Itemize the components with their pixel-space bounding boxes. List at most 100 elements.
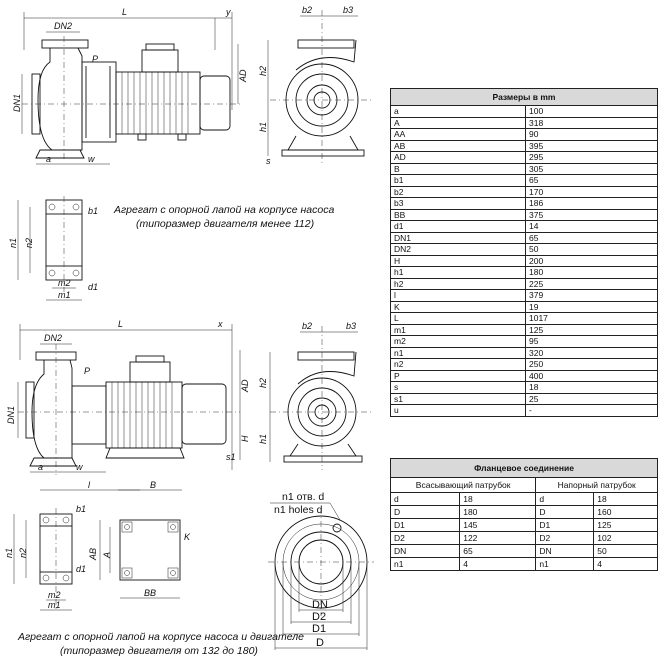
dim-d1-top: d1 — [88, 282, 98, 292]
param-value-cell: 125 — [525, 323, 658, 336]
param-value-cell: 250 — [525, 358, 658, 371]
dim-w-bottom: w — [76, 462, 83, 472]
param-name-cell: BB — [390, 208, 526, 221]
param-value-cell: 186 — [525, 197, 658, 210]
param-name-cell: n2 — [390, 358, 526, 371]
table-row: u- — [390, 404, 658, 417]
dim-DN2-top: DN2 — [54, 21, 72, 31]
param-value-cell: 100 — [525, 105, 658, 118]
param-name-cell: b3 — [390, 197, 526, 210]
param-name-cell: h2 — [390, 277, 526, 290]
dim-n2-bottom: n2 — [18, 548, 28, 558]
dim-b1-top: b1 — [88, 206, 98, 216]
dim-d1-bottom: d1 — [76, 564, 86, 574]
dim-b1-bottom: b1 — [76, 504, 86, 514]
bottom-assembly-side-view: L x DN2 P AD H s1 DN1 a — [6, 319, 250, 491]
param-value-cell: 200 — [525, 254, 658, 267]
dim-AB: AB — [88, 548, 98, 561]
bottom-pump-foot-plan: n1 n2 m2 m1 b1 d1 — [4, 504, 86, 612]
dim-m1-top: m1 — [58, 290, 71, 300]
flange-DN-label: DN — [312, 599, 328, 611]
param-value-cell: 400 — [525, 369, 658, 382]
param-value-cell: 379 — [525, 289, 658, 302]
flange-param-cell: n1 — [535, 557, 595, 571]
dim-DN1-top: DN1 — [12, 94, 22, 112]
flange-drawing: n1 отв. d n1 holes d DN D2 D1 D — [268, 491, 374, 650]
param-value-cell: 18 — [525, 381, 658, 394]
suction-header: Всасывающий патрубок — [389, 477, 537, 493]
dim-n2-top: n2 — [24, 238, 34, 248]
dim-a-top: a — [46, 154, 51, 164]
param-value-cell: - — [525, 404, 658, 417]
param-name-cell: AB — [390, 139, 526, 152]
flange-param-cell: DN — [535, 544, 595, 558]
dim-L-bottom: L — [118, 319, 123, 329]
flange-D2-label: D2 — [312, 611, 326, 623]
param-value-cell: 170 — [525, 185, 658, 198]
param-value-cell: 25 — [525, 392, 658, 405]
flange-table: Фланцевое соединение Всасывающий патрубо… — [389, 458, 658, 571]
param-name-cell: d1 — [390, 220, 526, 233]
param-value-cell: 320 — [525, 346, 658, 359]
dim-AD-top: AD — [238, 69, 248, 83]
dim-m2-top: m2 — [58, 278, 71, 288]
flange-value-cell: 125 — [593, 518, 658, 532]
dim-h1-top: h1 — [258, 122, 268, 132]
top-assembly-front-view: b2 b3 h2 h1 s — [258, 5, 372, 166]
dim-P-bottom: P — [84, 366, 90, 376]
param-name-cell: m2 — [390, 335, 526, 348]
param-name-cell: B — [390, 162, 526, 175]
param-name-cell: K — [390, 300, 526, 313]
param-name-cell: DN2 — [390, 243, 526, 256]
caption-bottom-line2: (типоразмер двигателя от 132 до 180) — [60, 645, 258, 657]
dimensions-table-title: Размеры в mm — [390, 88, 658, 106]
bottom-assembly-front-view: b2 b3 h2 h1 — [258, 321, 372, 470]
param-value-cell: 1017 — [525, 312, 658, 325]
bottom-motor-foot-plan: AB A K BB — [88, 519, 191, 599]
dim-h1-bottom: h1 — [258, 434, 268, 444]
param-name-cell: a — [390, 105, 526, 118]
flange-param-cell: D — [535, 505, 595, 519]
dim-b2-top: b2 — [302, 5, 312, 15]
param-value-cell: 95 — [525, 335, 658, 348]
dim-P-top: P — [92, 54, 98, 64]
flange-param-cell: D1 — [535, 518, 595, 532]
param-value-cell: 180 — [525, 266, 658, 279]
flange-param-cell: n1 — [389, 557, 461, 571]
dim-w-top: w — [88, 154, 95, 164]
dim-AD-bottom: AD — [240, 379, 250, 393]
flange-param-cell: D2 — [535, 531, 595, 545]
flange-param-cell: D2 — [389, 531, 461, 545]
flange-value-cell: 65 — [459, 544, 537, 558]
param-value-cell: 318 — [525, 116, 658, 129]
flange-param-cell: d — [389, 492, 461, 506]
dim-K: K — [184, 532, 191, 542]
dim-m2-bottom: m2 — [48, 590, 61, 600]
param-name-cell: AA — [390, 128, 526, 141]
dim-a-bottom: a — [38, 462, 43, 472]
dim-s-top: s — [266, 156, 271, 166]
flange-value-cell: 145 — [459, 518, 537, 532]
dim-b3-top: b3 — [343, 5, 353, 15]
flange-value-cell: 4 — [593, 557, 658, 571]
param-value-cell: 65 — [525, 231, 658, 244]
caption-bottom-line1: Агрегат с опорной лапой на корпусе насос… — [17, 631, 304, 643]
